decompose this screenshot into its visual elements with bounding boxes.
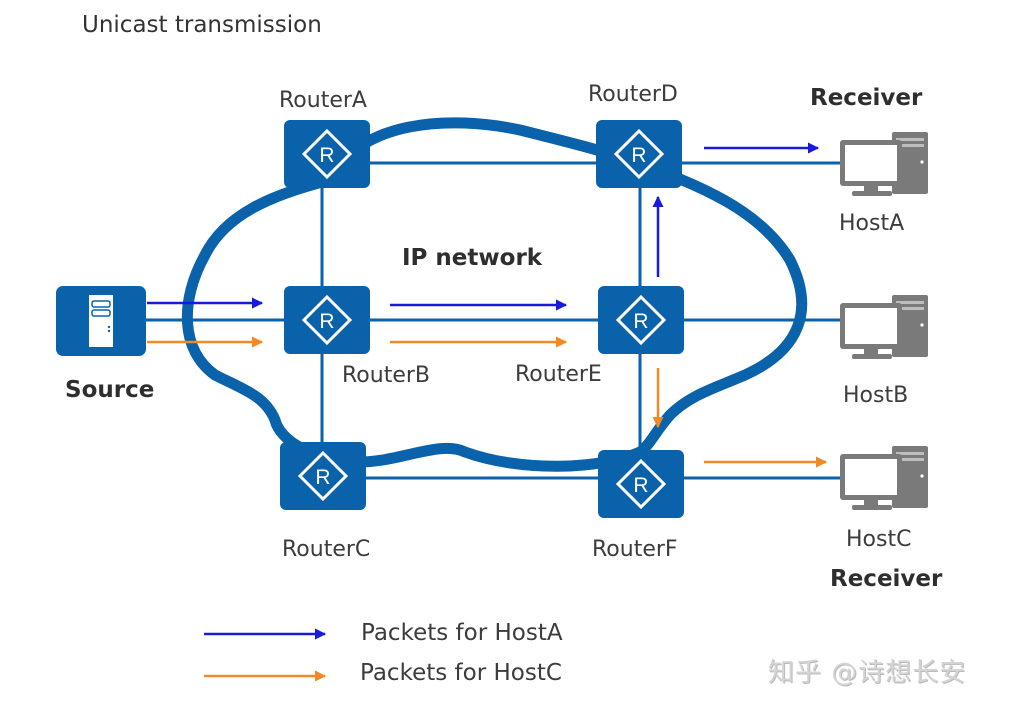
ip-network-label: IP network (402, 245, 543, 271)
computer-icon (840, 132, 928, 196)
host-a (840, 132, 928, 196)
router-icon: R (301, 294, 353, 346)
hostB-label: HostB (843, 383, 909, 408)
watermark: 知乎 @诗想长安 (768, 658, 967, 688)
router-icon: R (615, 294, 667, 346)
diagram-title: Unicast transmission (82, 12, 322, 38)
hostC-role-label: Receiver (830, 566, 943, 592)
svg-text:R: R (315, 466, 330, 489)
routerB-label: RouterB (342, 363, 430, 388)
routerD-label: RouterD (588, 82, 678, 107)
svg-text:R: R (319, 144, 334, 167)
source-server (56, 286, 146, 356)
legend-label-hostC: Packets for HostC (360, 660, 562, 686)
computer-icon (840, 295, 928, 359)
svg-text:R: R (319, 310, 334, 333)
routerF-label: RouterF (592, 537, 678, 562)
host-c (840, 446, 928, 510)
router-a: R (284, 120, 370, 188)
routerA-label: RouterA (279, 88, 367, 113)
hostA-role-label: Receiver (810, 85, 923, 111)
router-icon: R (301, 128, 353, 180)
svg-text:R: R (633, 474, 648, 497)
router-icon: R (615, 458, 667, 510)
computer-icon (840, 446, 928, 510)
server-icon (89, 295, 113, 347)
hostC-label: HostC (846, 527, 912, 552)
router-icon: R (613, 128, 665, 180)
source-label: Source (65, 377, 155, 403)
router-b: R (284, 286, 370, 354)
host-b (840, 295, 928, 359)
hostA-label: HostA (839, 211, 905, 236)
legend-label-hostA: Packets for HostA (361, 620, 563, 646)
ip-network-cloud (181, 117, 808, 472)
router-icon: R (297, 450, 349, 502)
router-f: R (598, 450, 684, 518)
routerE-label: RouterE (515, 362, 602, 387)
router-e: R (598, 286, 684, 354)
svg-text:R: R (631, 144, 646, 167)
svg-text:R: R (633, 310, 648, 333)
routerC-label: RouterC (282, 537, 371, 562)
router-c: R (280, 442, 366, 510)
router-d: R (596, 120, 682, 188)
